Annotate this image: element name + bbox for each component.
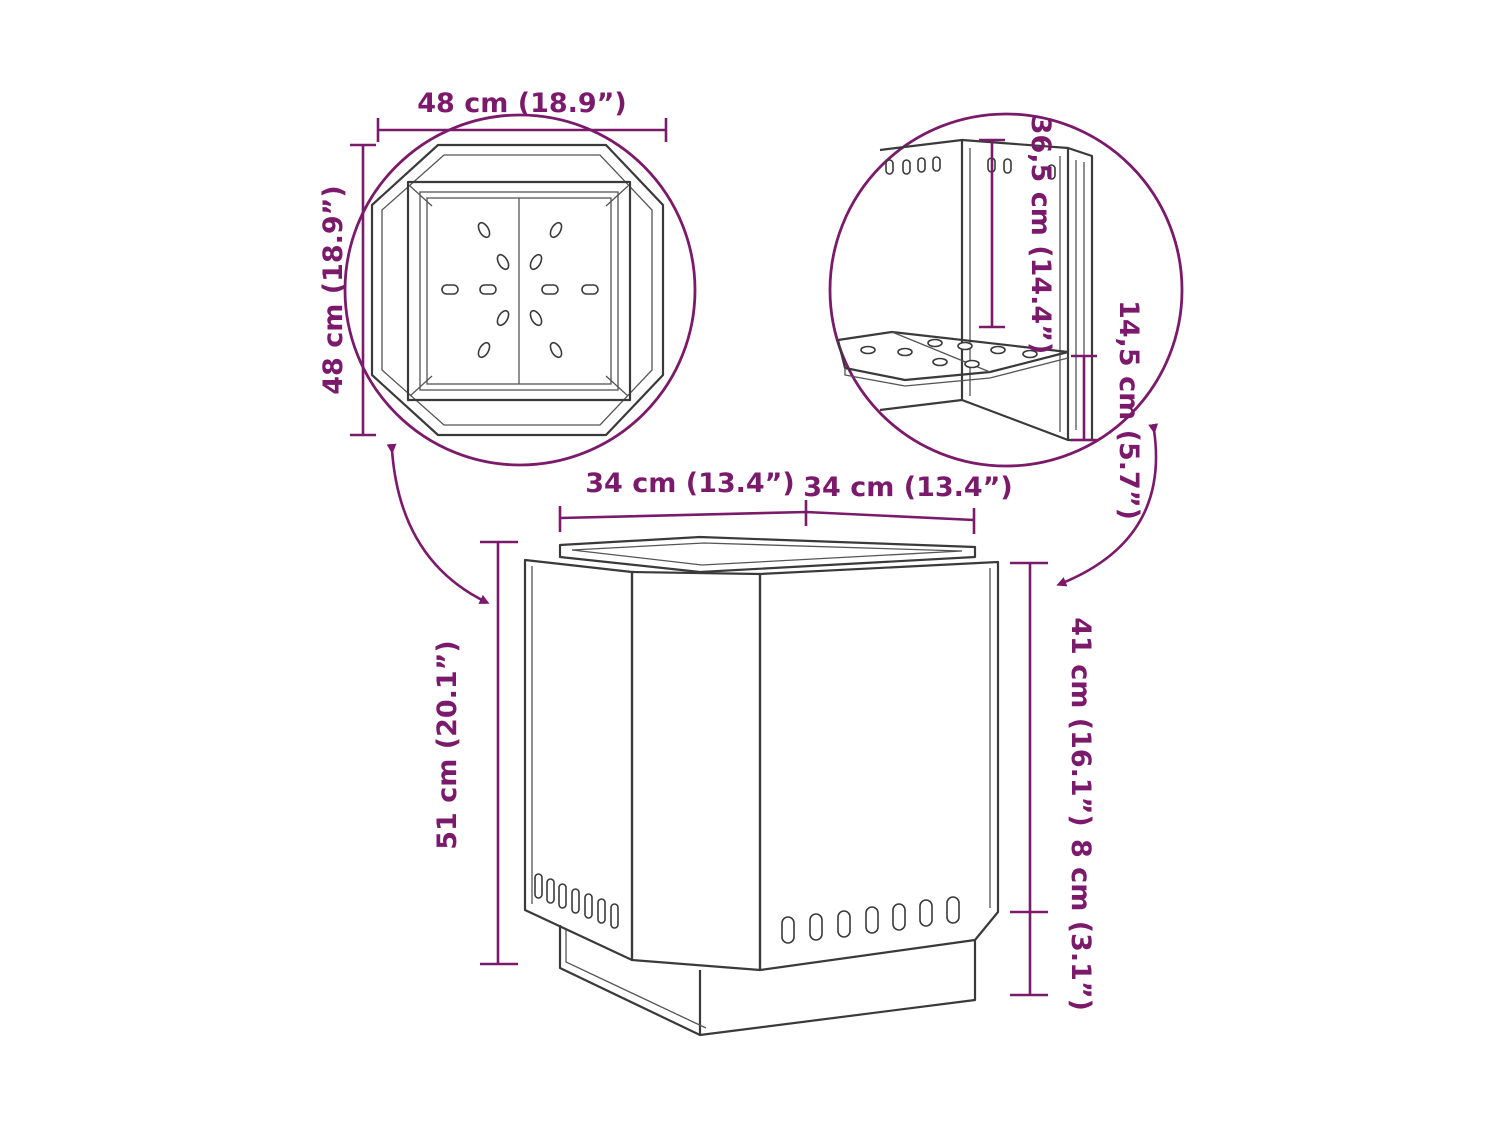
planter-vents-left [534, 873, 619, 929]
section-back-wall [879, 138, 964, 412]
slot [897, 347, 913, 357]
slot [837, 910, 851, 938]
top-view-detail: 48 cm (18.9”) 48 cm (18.9”) [318, 88, 697, 467]
slot [964, 359, 980, 369]
slot [571, 888, 580, 914]
section-shelf-slots [860, 338, 1038, 369]
slot [892, 903, 906, 931]
slot [477, 221, 491, 239]
planter-vents-right [781, 896, 960, 944]
side-b-label: 34 cm (13.4”) [803, 472, 1013, 503]
planter-base [558, 925, 977, 1037]
slot [496, 309, 510, 327]
planter-face-center [630, 570, 762, 972]
section-side-wall [961, 138, 1070, 442]
section-shelf-edge [844, 357, 1069, 387]
planter-face-right [758, 560, 1000, 972]
slot [546, 878, 555, 904]
slot [781, 916, 795, 944]
slot [917, 157, 926, 173]
slot [597, 898, 606, 924]
slot [860, 345, 876, 355]
slot [957, 341, 973, 351]
slot [919, 899, 933, 927]
top-view-circle [343, 113, 697, 467]
body-height-label: 41 cm (16.1”) [1065, 617, 1096, 827]
left-connector-arrow [386, 443, 490, 604]
base-height-label: 8 cm (3.1”) [1065, 839, 1096, 1011]
slot [541, 284, 559, 295]
side-width-line [559, 510, 975, 522]
side-a-label: 34 cm (13.4”) [585, 468, 795, 499]
slot [932, 156, 941, 172]
section-wall-edges [969, 148, 1061, 432]
shelf-height-label: 14,5 cm (5.7”) [1113, 300, 1144, 520]
slot [885, 159, 894, 175]
slot [865, 906, 879, 934]
slot [927, 338, 943, 348]
top-view-drain-slots [441, 221, 599, 359]
planter-rim [558, 535, 977, 574]
right-connector-arrow [1056, 423, 1159, 587]
slot [479, 284, 497, 295]
slot [1003, 158, 1012, 174]
inner-height-label: 36,5 cm (14.4”) [1025, 116, 1056, 355]
planter-face-edges [531, 566, 991, 908]
planter-rim-inner [571, 542, 963, 566]
planter-main-view: 34 cm (13.4”) 34 cm (13.4”) 51 cm (20.1”… [432, 468, 1096, 1037]
top-width-label: 48 cm (18.9”) [417, 88, 627, 119]
slot [581, 284, 599, 295]
slot [534, 873, 543, 899]
slot [558, 883, 567, 909]
top-view-octagon [370, 143, 665, 437]
slot [441, 284, 459, 295]
slot [990, 345, 1006, 355]
section-detail: 36,5 cm (14.4”) 14,5 cm (5.7”) [828, 112, 1184, 520]
slot [549, 221, 563, 239]
slot [809, 913, 823, 941]
top-depth-label: 48 cm (18.9”) [318, 185, 349, 395]
slot [529, 253, 543, 271]
top-view-frame [406, 180, 632, 402]
top-view-floor [419, 191, 619, 391]
slot [902, 159, 911, 175]
top-view-brackets [409, 185, 629, 397]
slot [477, 341, 491, 359]
slot [932, 357, 948, 367]
slot [529, 309, 543, 327]
slot [946, 896, 960, 924]
slot [584, 893, 593, 919]
slot [610, 903, 619, 929]
total-height-label: 51 cm (20.1”) [432, 640, 463, 850]
slot [1047, 164, 1056, 180]
slot [496, 253, 510, 271]
top-view-octagon-inner [381, 154, 653, 426]
slot [1022, 349, 1038, 359]
planter-base-inner [565, 930, 707, 1029]
slot [549, 341, 563, 359]
